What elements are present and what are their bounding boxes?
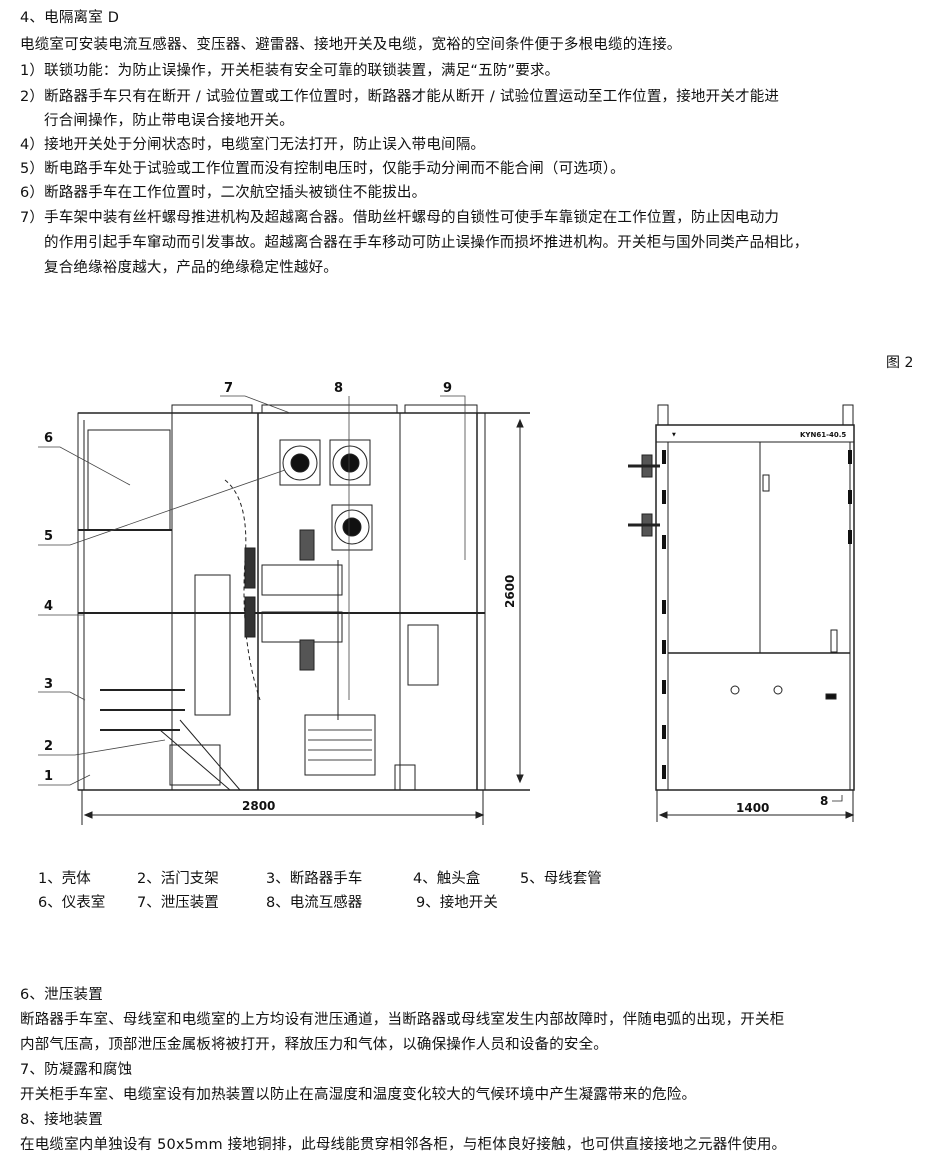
brand-logo: ▼ [672, 432, 676, 438]
legend-item: 1、壳体 [38, 871, 91, 887]
section-6-text: 断路器手车室、母线室和电缆室的上方均设有泄压通道，当断路器或母线室发生内部故障时… [20, 1012, 785, 1028]
front-mark: 8 [820, 794, 828, 808]
switchgear-drawing: 2800 2600 6 5 4 3 2 1 7 8 9 [38, 381, 855, 825]
current-transformer-icon [279, 439, 373, 551]
figure-number: 图 2 [886, 355, 914, 371]
section-6-title: 6、泄压装置 [20, 987, 103, 1003]
model-plate: KYN61-40.5 [800, 431, 846, 439]
interlock-item-cont: 行合闸操作，防止带电误合接地开关。 [44, 113, 294, 129]
section-7-text: 开关柜手车室、电缆室设有加热装置以防止在高湿度和温度变化较大的气候环境中产生凝露… [20, 1087, 697, 1103]
callout-1: 1 [44, 769, 53, 784]
legend-item: 9、接地开关 [416, 895, 498, 911]
legend-item: 6、仪表室 [38, 895, 106, 911]
dim-width-side: 2800 [242, 799, 275, 813]
section-4-intro: 电缆室可安装电流互感器、变压器、避雷器、接地开关及电缆，宽裕的空间条件便于多根电… [20, 37, 682, 53]
callout-7: 7 [224, 381, 233, 396]
dim-height: 2600 [503, 575, 517, 608]
interlock-item: 1）联锁功能：为防止误操作，开关柜装有安全可靠的联锁装置，满足“五防”要求。 [20, 63, 560, 79]
section-6-text: 内部气压高，顶部泄压金属板将被打开，释放压力和气体，以确保操作人员和设备的安全。 [20, 1037, 608, 1053]
legend-item: 4、触头盒 [413, 871, 481, 887]
legend-item: 3、断路器手车 [266, 871, 363, 887]
interlock-item: 5）断电路手车处于试验或工作位置而没有控制电压时，仅能手动分闸而不能合闸（可选项… [20, 161, 625, 177]
section-4-title: 4、电隔离室 D [20, 10, 120, 26]
front-view: ▼ KYN61-40.5 1400 8 [628, 404, 855, 822]
interlock-item: 4）接地开关处于分闸状态时，电缆室门无法打开，防止误入带电间隔。 [20, 137, 486, 153]
callout-3: 3 [44, 677, 53, 692]
callout-9: 9 [443, 381, 452, 396]
callout-2: 2 [44, 739, 53, 754]
bushing-icon [628, 454, 660, 537]
section-8-text: 在电缆室内单独设有 50x5mm 接地铜排，此母线能贯穿相邻各柜，与柜体良好接触… [20, 1137, 787, 1153]
legend-item: 5、母线套管 [520, 871, 602, 887]
callout-4: 4 [44, 599, 53, 614]
callout-8: 8 [334, 381, 343, 396]
side-view: 2800 2600 6 5 4 3 2 1 7 8 9 [38, 381, 530, 825]
interlock-item-cont: 的作用引起手车窜动而引发事故。超越离合器在手车移动可防止误操作而损坏推进机构。开… [44, 235, 809, 251]
interlock-item-cont: 复合绝缘裕度越大，产品的绝缘稳定性越好。 [44, 260, 338, 276]
dim-width-front: 1400 [736, 801, 769, 815]
callout-5: 5 [44, 529, 53, 544]
callout-6: 6 [44, 431, 53, 446]
interlock-item: 2）断路器手车只有在断开 / 试验位置或工作位置时，断路器才能从断开 / 试验位… [20, 89, 780, 105]
section-8-title: 8、接地装置 [20, 1112, 103, 1128]
interlock-item: 6）断路器手车在工作位置时，二次航空插头被锁住不能拔出。 [20, 185, 427, 201]
interlock-item: 7）手车架中装有丝杆螺母推进机构及超越离合器。借助丝杆螺母的自锁性可使手车靠锁定… [20, 210, 780, 226]
legend-item: 7、泄压装置 [137, 895, 219, 911]
legend-item: 2、活门支架 [137, 871, 219, 887]
section-7-title: 7、防凝露和腐蚀 [20, 1062, 133, 1078]
legend-item: 8、电流互感器 [266, 895, 363, 911]
